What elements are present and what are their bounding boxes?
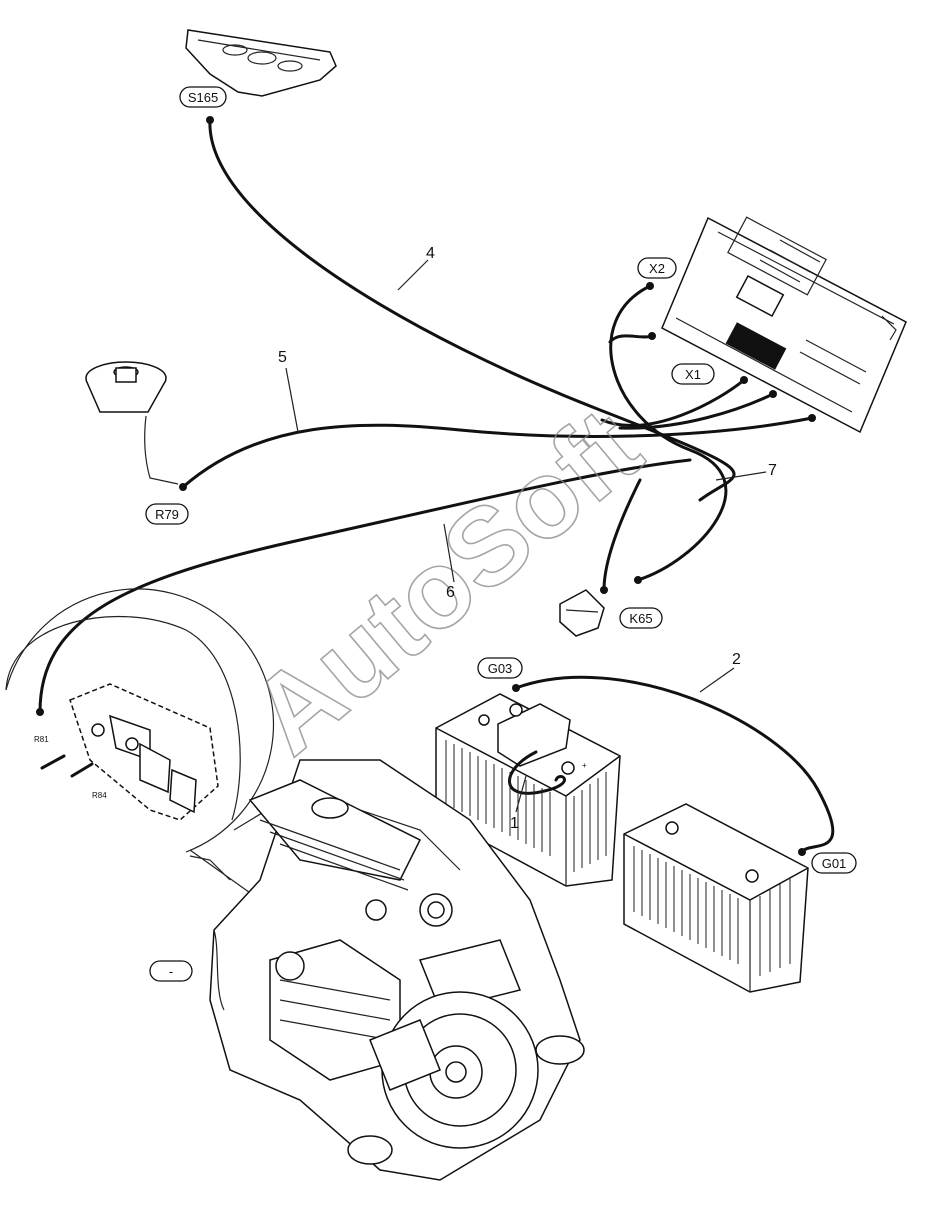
callout-5: 5 bbox=[278, 349, 299, 433]
tag-minus-label: - bbox=[169, 964, 173, 979]
callout-1: 1 bbox=[510, 775, 527, 832]
tag-x1: X1 bbox=[671, 363, 715, 385]
cable-2 bbox=[514, 675, 835, 854]
tag-k65-label: K65 bbox=[629, 611, 652, 626]
callout-4-label: 4 bbox=[426, 245, 435, 262]
battery-plus-label: + bbox=[582, 761, 587, 770]
callout-2-label: 2 bbox=[732, 651, 741, 668]
harness-x1-a bbox=[600, 378, 746, 427]
tag-x2-label: X2 bbox=[649, 261, 665, 276]
sender-s165-illustration bbox=[185, 29, 337, 97]
tag-r79: R79 bbox=[145, 503, 189, 525]
callout-6: 6 bbox=[443, 523, 455, 601]
tag-x1-label: X1 bbox=[685, 367, 701, 382]
tag-s165: S165 bbox=[179, 86, 227, 108]
callout-5-label: 5 bbox=[278, 349, 287, 366]
harness-k65-b bbox=[602, 478, 642, 592]
tag-s165-label: S165 bbox=[188, 90, 218, 105]
wire-end-dots bbox=[36, 116, 816, 856]
tag-g03-label: G03 bbox=[488, 661, 513, 676]
tag-k65: K65 bbox=[619, 607, 663, 629]
callout-1-label: 1 bbox=[510, 815, 519, 832]
harness-x2-b bbox=[608, 334, 654, 344]
battery-g01-illustration bbox=[623, 803, 809, 993]
tag-g01-label: G01 bbox=[822, 856, 847, 871]
callout-7-label: 7 bbox=[768, 462, 777, 479]
callout-2: 2 bbox=[699, 651, 741, 693]
control-panel-illustration bbox=[661, 216, 907, 434]
tag-g01: G01 bbox=[811, 852, 857, 874]
relay-k65-illustration bbox=[559, 589, 605, 637]
detail-circle-illustration bbox=[5, 588, 275, 901]
callout-4: 4 bbox=[397, 245, 435, 291]
callout-7: 7 bbox=[715, 462, 777, 481]
harness-7 bbox=[609, 284, 728, 582]
harness-5 bbox=[181, 416, 814, 489]
harness-x1-b bbox=[618, 392, 775, 430]
tag-g03: G03 bbox=[477, 657, 523, 679]
tag-x2: X2 bbox=[637, 257, 677, 279]
label-r81: R81 bbox=[34, 735, 49, 744]
harness-4 bbox=[208, 118, 736, 502]
harness-6 bbox=[38, 458, 692, 714]
tag-r79-label: R79 bbox=[155, 507, 179, 522]
label-r84: R84 bbox=[92, 791, 107, 800]
tag-minus: - bbox=[149, 960, 193, 982]
watermark-text: AutoSoft bbox=[229, 385, 664, 778]
engine-illustration bbox=[189, 759, 585, 1181]
callout-6-label: 6 bbox=[446, 584, 455, 601]
sender-r79-illustration bbox=[85, 361, 179, 485]
